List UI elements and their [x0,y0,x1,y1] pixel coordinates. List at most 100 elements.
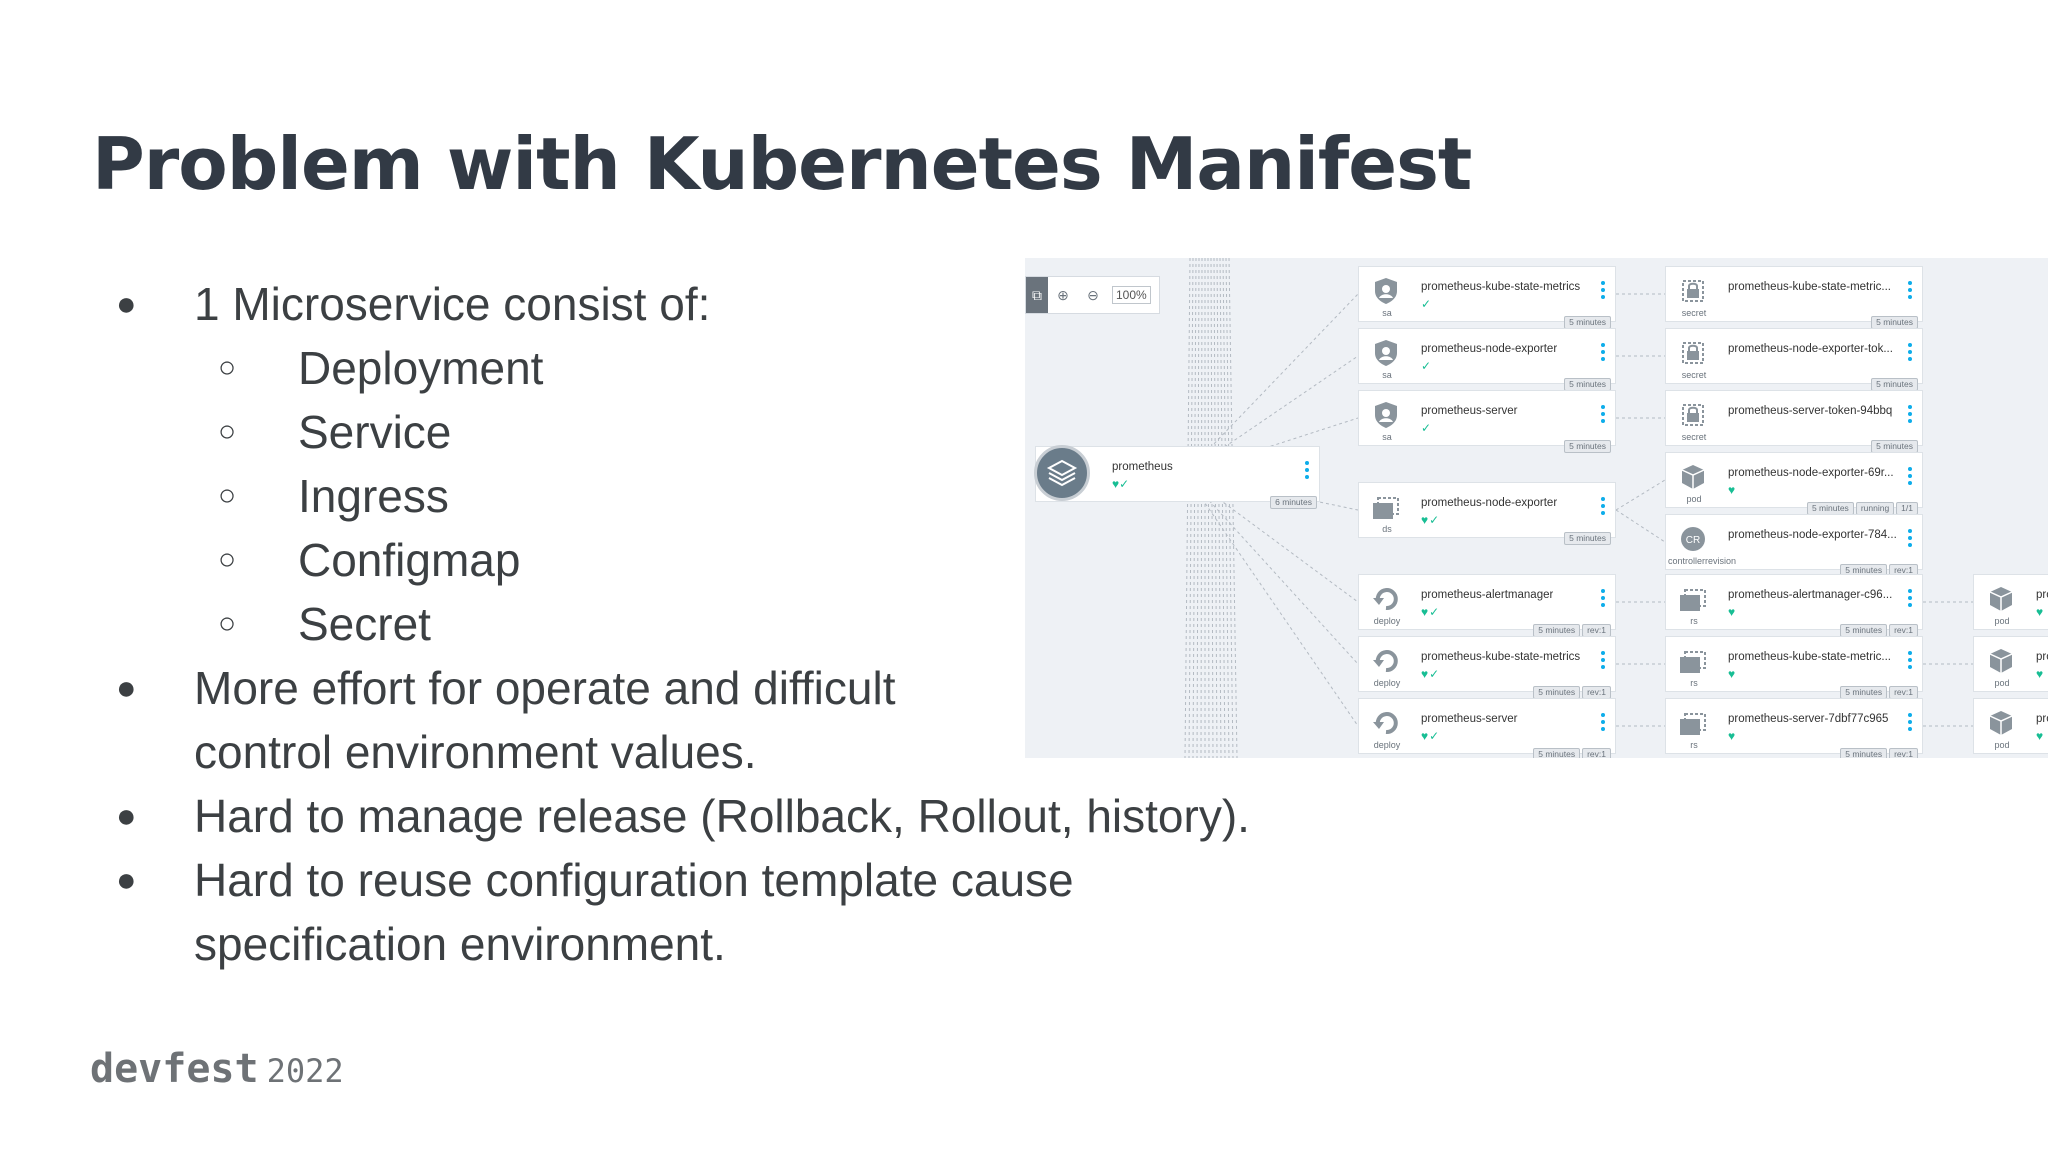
resource-tag: rev:1 [1889,748,1918,758]
kebab-menu-icon[interactable] [1908,529,1912,550]
resource-kind: sa [1382,370,1392,380]
kebab-menu-icon[interactable] [1908,589,1912,610]
health-status: ♥ [1728,605,1737,619]
resource-tag: 5 minutes [1533,748,1581,758]
slide-title: Problem with Kubernetes Manifest [92,122,1472,206]
bullet-item: ●Hard to reuse configuration template ca… [110,848,1360,912]
resource-node[interactable]: podprc♥ [1973,698,2048,754]
shield-icon [1369,337,1403,369]
kebab-menu-icon[interactable] [1908,713,1912,734]
kebab-menu-icon[interactable] [1601,589,1605,610]
resource-kind: ds [1382,524,1392,534]
resource-kind: deploy [1373,740,1401,750]
kebab-menu-icon[interactable] [1305,461,1309,482]
bullet-item: ●Hard to manage release (Rollback, Rollo… [110,784,1360,848]
stack-icon [1676,645,1710,677]
resource-node[interactable]: podprc♥ [1973,574,2048,630]
logo-dev: devfest [90,1046,259,1092]
kebab-menu-icon[interactable] [1601,651,1605,672]
bullet-item: ○Service [110,400,1360,464]
resource-name: prometheus-server [1421,713,1518,725]
bullet-text: Configmap [298,534,521,586]
stack-icon [1676,583,1710,615]
connector-line [1615,479,1666,511]
connector-line [1210,258,1214,758]
resource-kind: pod [1686,494,1702,504]
cycle-icon [1369,645,1403,677]
connector-line [1222,258,1230,758]
resource-tag: 5 minutes [1564,440,1611,453]
bullet-text: More effort for operate and difficult [194,662,896,714]
shield-icon [1369,275,1403,307]
resource-tag: 5 minutes [1564,532,1611,545]
connector-line [1184,473,1359,665]
bullet-item: ○Deployment [110,336,1360,400]
lock-icon [1676,337,1710,369]
health-status: ♥ [1728,483,1737,497]
bullet-marker: ○ [218,415,237,448]
connector-line [1207,258,1210,758]
cycle-icon [1369,707,1403,739]
health-status: ✓ [1421,359,1433,373]
resource-kind: controllerrevision [1668,556,1737,566]
kebab-menu-icon[interactable] [1601,713,1605,734]
kebab-menu-icon[interactable] [1601,281,1605,302]
bullet-text: 1 Microservice consist of: [194,278,711,330]
resource-kind: secret [1681,308,1707,318]
health-status: ♥ [2036,729,2045,743]
connector-line [1228,258,1238,758]
resource-name: prometheus-node-exporter-784... [1728,529,1897,541]
kebab-menu-icon[interactable] [1601,405,1605,426]
resource-name: prometheus-server-7dbf77c965 [1728,713,1889,725]
kebab-menu-icon[interactable] [1908,651,1912,672]
connector-line [1200,258,1203,758]
lock-icon [1676,275,1710,307]
resource-kind: pod [1994,740,2010,750]
zoom-in-icon[interactable]: ⊕ [1057,286,1069,303]
resource-node[interactable]: podprc♥ [1973,636,2048,692]
bullet-marker: ○ [218,479,237,512]
kebab-menu-icon[interactable] [1908,405,1912,426]
connector-line [1184,473,1359,727]
resource-name: prometheus-node-exporter-69r... [1728,467,1894,479]
health-status: ♥✓ [1421,513,1441,527]
fit-view-icon[interactable]: ⧉ [1026,277,1048,313]
kebab-menu-icon[interactable] [1908,467,1912,488]
age-tag: 6 minutes [1270,496,1317,509]
resource-kind: secret [1681,432,1707,442]
cr-icon: CR [1676,523,1710,555]
kebab-menu-icon[interactable] [1601,343,1605,364]
connector-line [1196,258,1200,758]
resource-name: prometheus-node-exporter [1421,343,1558,355]
resource-kind: rs [1690,616,1698,626]
cube-icon [1984,707,2018,739]
resource-kind: rs [1690,678,1698,688]
zoom-out-icon[interactable]: ⊖ [1087,286,1099,303]
kebab-menu-icon[interactable] [1908,343,1912,364]
connector-line [1225,258,1234,758]
resource-name: prometheus-kube-state-metric... [1728,651,1891,663]
resource-name: prometheus-kube-state-metrics [1421,281,1581,293]
root-app-node[interactable]: prometheus ♥✓ 6 minutes [1034,445,1320,509]
bullet-item: specification environment. [110,912,1360,976]
kebab-menu-icon[interactable] [1601,497,1605,518]
resource-name: prc [2036,589,2048,601]
bullet-marker: ○ [218,607,237,640]
kebab-menu-icon[interactable] [1908,281,1912,302]
